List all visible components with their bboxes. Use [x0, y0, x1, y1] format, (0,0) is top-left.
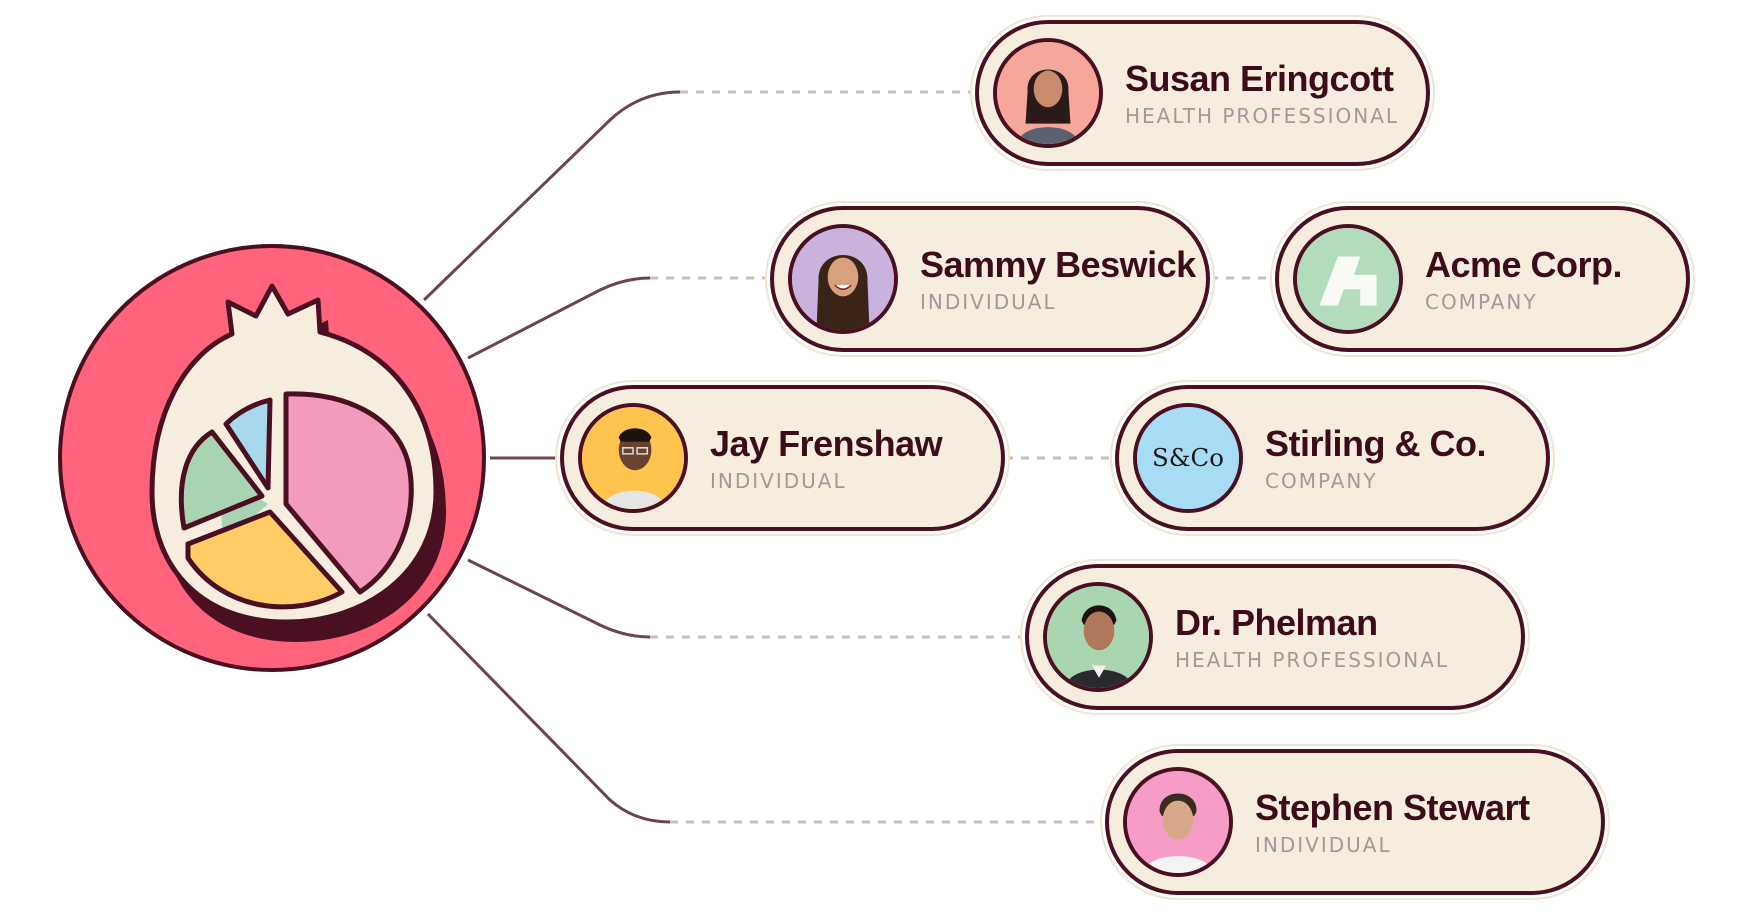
- connector-stephen: [426, 612, 671, 824]
- node-name: Dr. Phelman: [1175, 602, 1378, 643]
- node-role: HEALTH PROFESSIONAL: [1175, 648, 1450, 672]
- connector-phelman: [467, 558, 651, 639]
- node-phelman[interactable]: Dr. Phelman HEALTH PROFESSIONAL: [1025, 564, 1525, 710]
- avatar: [1123, 767, 1233, 877]
- avatar: [993, 38, 1103, 148]
- person-photo-icon: [1047, 586, 1149, 688]
- connector-sammy: [467, 276, 651, 360]
- node-name: Susan Eringcott: [1125, 58, 1394, 99]
- connector-susan: [422, 90, 681, 302]
- node-sammy[interactable]: Sammy Beswick INDIVIDUAL: [770, 206, 1210, 352]
- person-photo-icon: [792, 228, 894, 330]
- person-photo-icon: [997, 42, 1099, 144]
- avatar: S&Co: [1133, 403, 1243, 513]
- person-photo-icon: [1127, 771, 1229, 873]
- node-label: Stirling & Co. COMPANY: [1265, 423, 1487, 493]
- node-role: COMPANY: [1425, 290, 1538, 314]
- node-jay[interactable]: Jay Frenshaw INDIVIDUAL: [560, 385, 1005, 531]
- person-photo-icon: [582, 407, 684, 509]
- stirling-monogram-icon: S&Co: [1137, 407, 1239, 509]
- node-name: Stirling & Co.: [1265, 423, 1487, 464]
- avatar: [1043, 582, 1153, 692]
- node-label: Acme Corp. COMPANY: [1425, 244, 1623, 314]
- node-label: Sammy Beswick INDIVIDUAL: [920, 244, 1196, 314]
- node-role: INDIVIDUAL: [920, 290, 1057, 314]
- node-label: Jay Frenshaw INDIVIDUAL: [710, 423, 943, 493]
- node-label: Dr. Phelman HEALTH PROFESSIONAL: [1175, 602, 1450, 672]
- node-name: Jay Frenshaw: [710, 423, 943, 464]
- node-name: Stephen Stewart: [1255, 787, 1530, 828]
- node-label: Susan Eringcott HEALTH PROFESSIONAL: [1125, 58, 1400, 128]
- avatar: [578, 403, 688, 513]
- node-name: Sammy Beswick: [920, 244, 1196, 285]
- node-stirling[interactable]: S&Co Stirling & Co. COMPANY: [1115, 385, 1550, 531]
- node-role: INDIVIDUAL: [710, 469, 847, 493]
- acme-logo-icon: [1297, 228, 1399, 330]
- pomegranate-pie-chart-icon: [58, 244, 486, 672]
- avatar: [788, 224, 898, 334]
- node-acme[interactable]: Acme Corp. COMPANY: [1275, 206, 1690, 352]
- monogram-text: S&Co: [1152, 443, 1224, 472]
- node-label: Stephen Stewart INDIVIDUAL: [1255, 787, 1530, 857]
- node-role: INDIVIDUAL: [1255, 833, 1392, 857]
- node-stephen[interactable]: Stephen Stewart INDIVIDUAL: [1105, 749, 1605, 895]
- node-role: COMPANY: [1265, 469, 1378, 493]
- hub-logo[interactable]: [56, 242, 488, 674]
- node-susan[interactable]: Susan Eringcott HEALTH PROFESSIONAL: [975, 20, 1430, 166]
- avatar: [1293, 224, 1403, 334]
- node-role: HEALTH PROFESSIONAL: [1125, 104, 1400, 128]
- node-name: Acme Corp.: [1425, 244, 1623, 285]
